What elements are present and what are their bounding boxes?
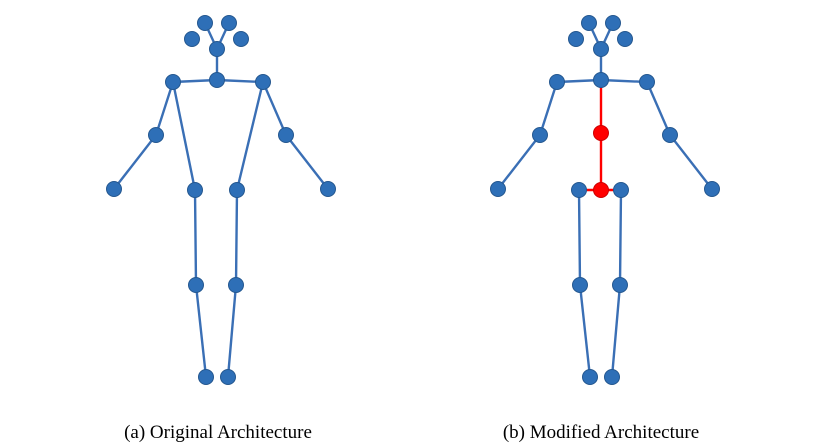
elbow-joint [662, 127, 678, 143]
head-joint [568, 31, 584, 47]
shoulder-joint [255, 74, 271, 90]
head-joint [221, 15, 237, 31]
bone [194, 283, 208, 379]
bone [171, 80, 197, 192]
bones-original [112, 21, 330, 379]
head-joint [184, 31, 200, 47]
bone [577, 188, 582, 287]
wrist-joint [106, 181, 122, 197]
wrist-joint [320, 181, 336, 197]
panel-original: (a) Original Architecture [106, 15, 336, 443]
knee-joint [572, 277, 588, 293]
joints-modified [490, 15, 720, 385]
pelvis-center-joint [593, 182, 609, 198]
head-joint [617, 31, 633, 47]
hip-joint [229, 182, 245, 198]
knee-joint [612, 277, 628, 293]
hip-joint [187, 182, 203, 198]
bone [234, 188, 239, 287]
spine-mid-joint [593, 125, 609, 141]
hip-joint [613, 182, 629, 198]
knee-joint [188, 277, 204, 293]
bone [154, 80, 175, 137]
bone [496, 133, 542, 191]
head-joint [233, 31, 249, 47]
bone [645, 80, 672, 137]
bone [618, 188, 623, 287]
bone [538, 80, 559, 137]
bone [578, 283, 592, 379]
elbow-joint [532, 127, 548, 143]
ankle-joint [198, 369, 214, 385]
bone [668, 133, 714, 191]
bones-modified [496, 21, 714, 379]
caption-original: (a) Original Architecture [124, 422, 312, 443]
ankle-joint [604, 369, 620, 385]
elbow-joint [148, 127, 164, 143]
joints-highlight [593, 125, 609, 198]
joints-original [106, 15, 336, 385]
head-joint [581, 15, 597, 31]
nose-joint [593, 41, 609, 57]
bone [261, 80, 288, 137]
ankle-joint [582, 369, 598, 385]
caption-modified: (b) Modified Architecture [503, 422, 699, 443]
neck-joint [209, 72, 225, 88]
wrist-joint [704, 181, 720, 197]
shoulder-joint [165, 74, 181, 90]
shoulder-joint [639, 74, 655, 90]
bone [235, 80, 265, 192]
knee-joint [228, 277, 244, 293]
bone [610, 283, 622, 379]
panel-modified: (b) Modified Architecture [490, 15, 720, 443]
bone [284, 133, 330, 191]
head-joint [197, 15, 213, 31]
wrist-joint [490, 181, 506, 197]
hip-joint [571, 182, 587, 198]
bone [226, 283, 238, 379]
elbow-joint [278, 127, 294, 143]
neck-joint [593, 72, 609, 88]
shoulder-joint [549, 74, 565, 90]
bone [112, 133, 158, 191]
ankle-joint [220, 369, 236, 385]
nose-joint [209, 41, 225, 57]
bone [193, 188, 198, 287]
head-joint [605, 15, 621, 31]
